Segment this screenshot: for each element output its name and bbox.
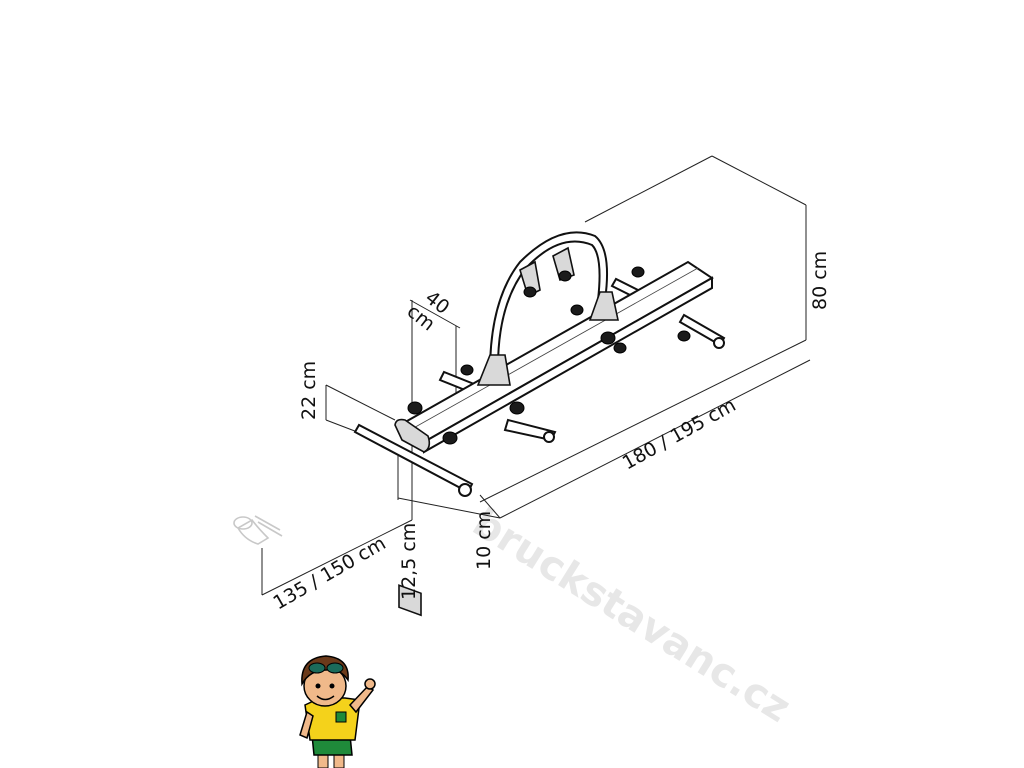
wheel-rail-middle-front: [503, 418, 557, 443]
wheel-rail-right: [678, 313, 726, 349]
end-cap: [394, 418, 431, 617]
length-label: 180 / 195 cm: [619, 394, 740, 474]
height-label: 80 cm: [809, 251, 831, 310]
bike-carrier: [353, 231, 726, 617]
towbar-ball-icon: [233, 515, 283, 545]
rail-height-label: 12,5 cm: [398, 523, 420, 600]
frame-clamp: [519, 246, 575, 298]
wheel-rail-left: [353, 423, 474, 497]
rail-gap-label: 22 cm: [298, 361, 320, 420]
tow-distance-label: 135 / 150 cm: [270, 532, 390, 614]
knob: [407, 266, 691, 445]
main-beam: [398, 260, 714, 454]
frame-holder-hoop: [476, 231, 619, 386]
watermark-text: bruckstavanc.cz: [465, 499, 799, 731]
boy-mascot-pointing-icon: [299, 655, 376, 768]
offset-label: 10 cm: [473, 511, 495, 570]
